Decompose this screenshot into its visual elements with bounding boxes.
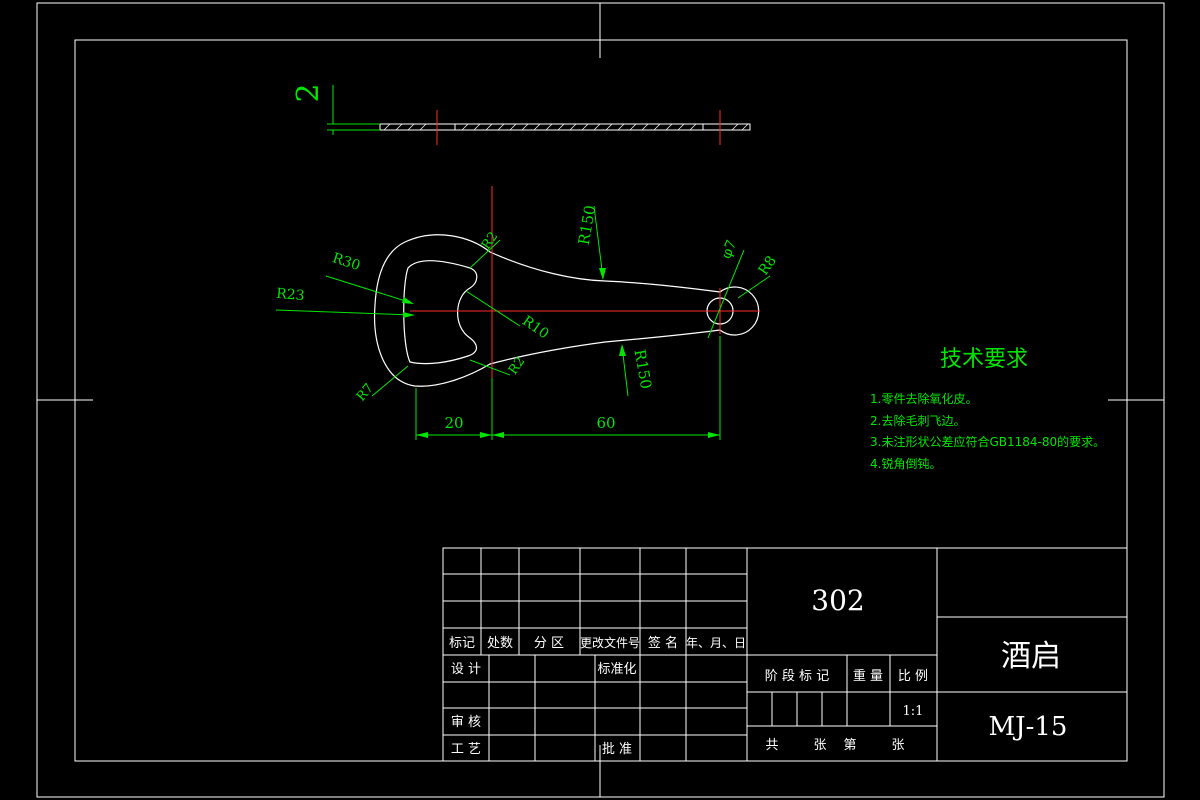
hdr-change-doc: 更改文件号	[580, 635, 640, 650]
dim-60: 60	[596, 414, 615, 432]
opener-outline	[373, 234, 760, 387]
front-view	[373, 186, 760, 387]
dim-r150-top: R150	[575, 204, 600, 246]
dim-r7: R7	[354, 381, 377, 404]
thickness-label: 2	[291, 83, 326, 102]
dim-r8: R8	[756, 253, 780, 278]
review-label: 审 核	[451, 715, 481, 730]
dim-r150-bottom: R150	[631, 348, 656, 390]
dim-phi7: φ7	[718, 238, 740, 261]
dim-r23: R23	[276, 286, 306, 304]
technical-requirements: 技术要求 1.零件去除氧化皮。 2.去除毛刺飞边。 3.未注形状公差应符合GB1…	[870, 347, 1105, 471]
total-label: 共	[765, 738, 778, 753]
dimensions	[275, 205, 771, 440]
dimension-labels: R150 R150 R2 R2 R30 R23 R10 R7 φ7 R8 20 …	[276, 204, 780, 432]
standardize-label: 标准化	[597, 662, 636, 677]
weight-label: 重 量	[853, 668, 883, 684]
hdr-mark: 标记	[449, 636, 475, 651]
sheets-label-1: 张	[813, 738, 826, 753]
dim-r2-top: R2	[479, 229, 502, 252]
dimension-arrows	[402, 268, 720, 438]
tech-req-item-2: 2.去除毛刺飞边。	[870, 413, 965, 428]
approve-label: 批 准	[602, 742, 632, 757]
part-name: 酒启	[1001, 639, 1061, 674]
nth-label: 第	[843, 738, 856, 753]
stage-mark-label: 阶 段 标 记	[765, 669, 829, 684]
scale-value: 1:1	[903, 704, 924, 719]
tech-req-item-1: 1.零件去除氧化皮。	[870, 391, 977, 406]
dim-r10: R10	[519, 313, 551, 342]
hdr-zone: 分 区	[534, 636, 564, 651]
dim-20: 20	[444, 414, 463, 432]
sheet-border	[36, 2, 1165, 798]
title-block	[442, 547, 1128, 762]
tech-req-title: 技术要求	[940, 347, 1028, 372]
tech-req-item-4: 4.锐角倒钝。	[870, 457, 941, 471]
material-label: 302	[811, 584, 864, 617]
design-label: 设 计	[451, 662, 481, 677]
title-block-text: 302 酒启 MJ-15 标记 处数 分 区 更改文件号 签 名 年、月、日 设…	[449, 584, 1067, 757]
tech-req-item-3: 3.未注形状公差应符合GB1184-80的要求。	[870, 434, 1105, 449]
hdr-count: 处数	[487, 636, 513, 651]
drawing-number: MJ-15	[989, 712, 1068, 742]
ratio-label: 比 例	[898, 669, 928, 684]
dim-r30: R30	[330, 250, 362, 274]
process-label: 工 艺	[451, 742, 481, 757]
side-view: 2	[291, 83, 751, 145]
hdr-date: 年、月、日	[686, 636, 746, 650]
sheets-label-2: 张	[891, 738, 904, 753]
opener-cutout	[403, 260, 478, 365]
hdr-sign: 签 名	[648, 635, 678, 651]
